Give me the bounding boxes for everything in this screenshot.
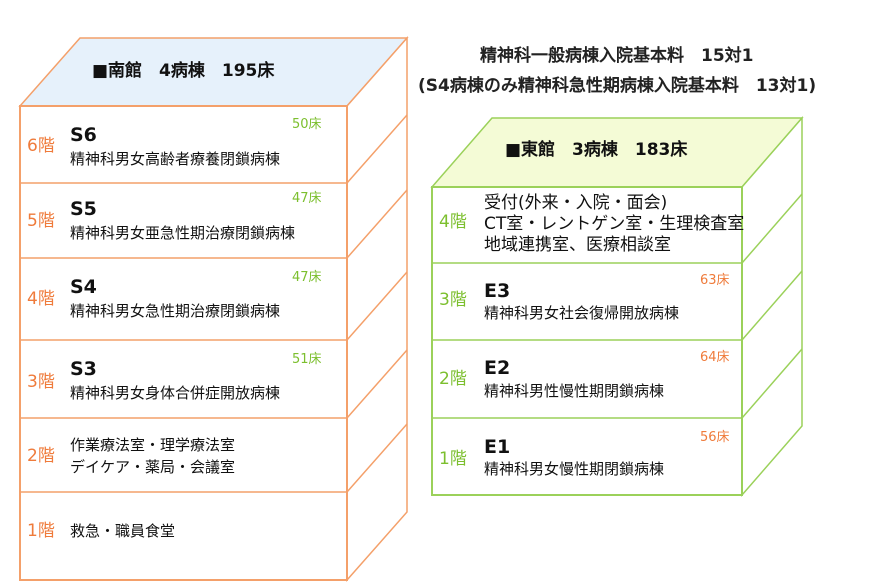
- south-side-face: [346, 36, 408, 582]
- ward-code-e2: E2: [484, 357, 511, 379]
- notice-line-1: 精神科一般病棟入院基本料 15対1: [480, 46, 754, 66]
- east-building-header: ■東館 3病棟 183床: [505, 140, 688, 160]
- ward-code-s4: S4: [70, 276, 97, 298]
- east-floor-4-label: 4階: [439, 212, 467, 232]
- south-front-face: [19, 105, 348, 581]
- east-floor-4-line-3: 地域連携室、医療相談室: [484, 235, 671, 255]
- south-floor-4-label: 4階: [27, 289, 55, 309]
- notice-line-2: (S4病棟のみ精神科急性期病棟入院基本料 13対1): [418, 76, 817, 96]
- ward-code-e1: E1: [484, 436, 511, 458]
- south-floor-3-label: 3階: [27, 372, 55, 392]
- south-floor-2-line-1: 作業療法室・理学療法室: [70, 436, 236, 454]
- ward-code-e3: E3: [484, 280, 511, 302]
- east-floor-lines: [432, 193, 803, 419]
- beds-e1: 56床: [700, 430, 730, 445]
- beds-e3: 63床: [700, 273, 730, 288]
- south-floor-1-line-1: 救急・職員食堂: [70, 522, 176, 540]
- east-floor-4-line-1: 受付(外来・入院・面会): [484, 193, 668, 213]
- ward-code-s3: S3: [70, 358, 97, 380]
- south-floor-2-label: 2階: [27, 446, 55, 466]
- ward-name-s5: 精神科男女亜急性期治療閉鎖病棟: [70, 224, 296, 242]
- south-floor-lines: [20, 114, 408, 493]
- east-floor-4-line-2: CT室・レントゲン室・生理検査室: [484, 214, 745, 234]
- east-floor-1-label: 1階: [439, 449, 467, 469]
- east-floor-3-label: 3階: [439, 290, 467, 310]
- ward-name-e2: 精神科男性慢性期閉鎖病棟: [484, 382, 665, 400]
- beds-s5: 47床: [292, 191, 322, 206]
- beds-s4: 47床: [292, 270, 322, 285]
- south-floor-6-label: 6階: [27, 136, 55, 156]
- south-floor-1-label: 1階: [27, 521, 55, 541]
- ward-name-e1: 精神科男女慢性期閉鎖病棟: [484, 460, 665, 478]
- south-building-header: ■南館 4病棟 195床: [92, 61, 275, 81]
- ward-name-s6: 精神科男女高齢者療養閉鎖病棟: [70, 150, 281, 168]
- south-floor-5-label: 5階: [27, 211, 55, 231]
- east-floor-2-label: 2階: [439, 369, 467, 389]
- ward-code-s5: S5: [70, 198, 97, 220]
- ward-name-s4: 精神科男女急性期治療閉鎖病棟: [70, 302, 281, 320]
- beds-e2: 64床: [700, 350, 730, 365]
- beds-s6: 50床: [292, 117, 322, 132]
- ward-name-e3: 精神科男女社会復帰開放病棟: [484, 304, 680, 322]
- beds-s3: 51床: [292, 352, 322, 367]
- ward-code-s6: S6: [70, 124, 97, 146]
- south-floor-2-line-2: デイケア・薬局・会議室: [70, 458, 236, 476]
- ward-name-s3: 精神科男女身体合併症開放病棟: [70, 384, 281, 402]
- east-front-face: [431, 186, 743, 496]
